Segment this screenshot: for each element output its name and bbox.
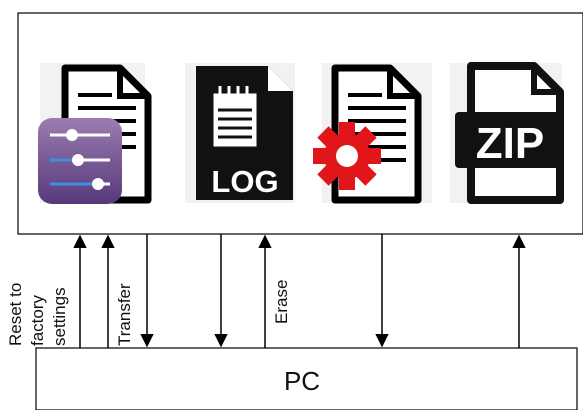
log-file-label: LOG: [211, 164, 278, 199]
gear-icon: [313, 122, 381, 190]
config-document-icon: [313, 63, 432, 204]
transfer-label: Transfer: [115, 283, 134, 346]
log-file-icon: LOG: [185, 63, 295, 203]
reset-label-line1: Reset to: [6, 283, 25, 346]
reset-label-line3: settings: [50, 287, 69, 346]
pc-label: PC: [284, 366, 320, 396]
zip-file-label: ZIP: [476, 119, 544, 168]
zip-file-icon: ZIP: [450, 62, 564, 204]
pc-box: [35, 347, 578, 410]
settings-document-icon: [38, 63, 152, 204]
erase-label: Erase: [272, 280, 291, 324]
reset-label-line2: factory: [28, 294, 47, 346]
